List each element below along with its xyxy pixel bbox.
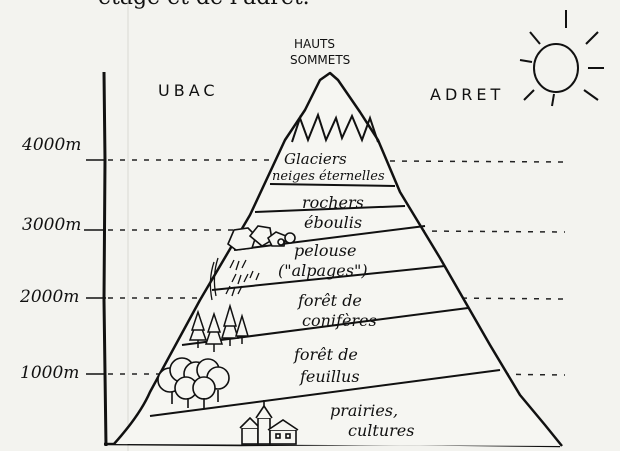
zone-pelouse-line2: ("alpages") xyxy=(278,261,368,280)
zone-feuillus-line2: feuillus xyxy=(299,367,360,386)
zone-glaciers-line2: neiges éternelles xyxy=(272,169,385,184)
village-icon xyxy=(239,400,299,445)
ubac-label: UBAC xyxy=(158,81,219,100)
mountain-outline xyxy=(113,71,563,447)
altitude-axis xyxy=(102,71,108,447)
conifer-icon xyxy=(188,303,250,352)
zone-prairies-line1: prairies, xyxy=(330,401,398,420)
deciduous-tree-icon xyxy=(157,357,230,408)
zone-glaciers-line1: Glaciers xyxy=(284,150,347,168)
rock-icon xyxy=(227,225,296,251)
glacier-edge xyxy=(291,112,379,143)
peak-label-line2: SOMMETS xyxy=(290,53,350,67)
zone-prairies-line2: cultures xyxy=(348,421,414,440)
zone-rochers-line2: éboulis xyxy=(304,213,362,232)
adret-label: ADRET xyxy=(430,85,504,104)
tick-3000m: 3000m xyxy=(22,215,81,235)
zone-rochers-line1: rochers xyxy=(302,193,364,212)
grass-icon xyxy=(209,257,260,301)
peak-label-line1: HAUTS xyxy=(294,37,335,51)
zone-pelouse-line1: pelouse xyxy=(294,241,356,260)
tick-1000m: 1000m xyxy=(20,363,79,383)
tick-4000m: 4000m xyxy=(21,135,81,155)
zone-coniferes-line1: forêt de xyxy=(297,291,362,310)
tick-2000m: 2000m xyxy=(19,287,79,307)
zone-feuillus-line1: forêt de xyxy=(293,345,358,364)
sun-icon xyxy=(519,10,604,107)
zone-coniferes-line2: conifères xyxy=(302,311,377,330)
top-cut-text: étage et de l'adret. xyxy=(98,0,310,10)
